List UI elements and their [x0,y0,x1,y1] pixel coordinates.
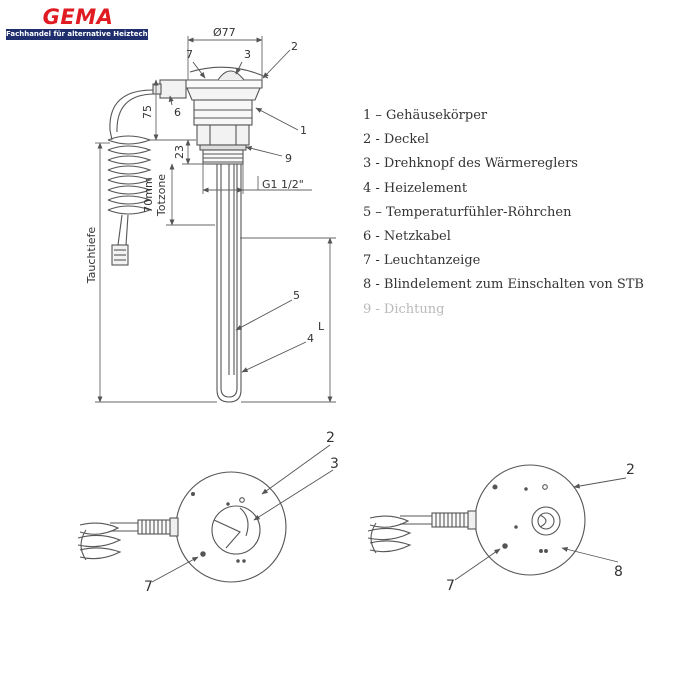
top-view-right [367,464,586,576]
callout-2-top: 2 [291,40,298,53]
leader-lines-top [168,49,307,373]
callout-7-br: 7 [446,578,455,594]
legend-item-9: 9 - Dichtung [363,301,445,317]
legend-item-6: 6 - Netzkabel [363,228,451,244]
length-label: L [318,320,325,333]
bottom-left-labels: 2 3 7 [144,430,339,595]
knob-left [211,505,261,555]
heating-element [216,164,242,403]
legend-item-8: 8 - Blindelement zum Einschalten von STB [363,277,644,293]
legend-item-3: 3 - Drehknopf des Wärmereglers [363,156,578,172]
knob [217,70,245,81]
lid-circle-right [474,464,586,576]
power-cable [109,89,154,141]
cable-gland-left [169,517,179,537]
legend-item-4: 4 - Heizelement [363,180,468,196]
callout-3-bl: 3 [330,456,339,472]
callout-9-top: 9 [285,152,292,165]
housing-body [186,87,261,101]
callout-8-br: 8 [614,564,623,580]
callout-4-top: 4 [307,332,314,345]
leader-lines-bottom-right [454,477,627,581]
brand-tagline: Fachhandel für alternative Heiztechnik [6,29,148,40]
legend-item-5: 5 – Temperaturfühler-Röhrchen [363,204,572,220]
thread-label: G1 1/2" [262,178,304,191]
gema-logo: GEMA [42,5,114,29]
dim-23-label: 23 [173,145,186,159]
cold-zone-label: Totzone [155,174,168,217]
legend-item-1: 1 – Gehäusekörper [363,108,488,123]
dimension-lines [95,36,336,403]
callout-3-top: 3 [244,48,251,61]
lid [184,79,263,89]
callout-2-br: 2 [626,462,635,478]
callout-7-top: 7 [186,48,193,61]
side-view [107,66,269,403]
cable-coil-right [367,515,412,554]
cold-zone-value: 70mm [142,177,155,212]
side-view-labels: Ø77 75 23 70mm Totzone Tauchtiefe G1 1/2… [85,26,325,345]
top-view-left [77,471,287,583]
callout-5-top: 5 [293,289,300,302]
seal [199,144,247,151]
callout-1-top: 1 [300,124,307,137]
brand-logo-block: GEMA Fachhandel für alternative Heiztech… [6,6,148,40]
diameter-label: Ø77 [213,26,236,39]
blind-element [531,506,561,536]
cable-coil-left [77,522,122,561]
parts-legend: 1 – Gehäusekörper 2 - Deckel 3 - Drehkno… [363,104,693,322]
legend-item-7: 7 - Leuchtanzeige [363,253,481,269]
immersion-depth-label: Tauchtiefe [85,227,98,285]
bottom-right-labels: 2 8 7 [446,462,635,594]
hex-nut [196,124,250,146]
callout-7-bl: 7 [144,579,153,595]
callout-6-top: 6 [174,106,181,119]
dim-75-label: 75 [141,105,154,119]
legend-item-2: 2 - Deckel [363,132,430,148]
cable-gland [159,79,187,99]
leader-lines-bottom-left [151,444,334,583]
callout-2-bl: 2 [326,430,335,446]
